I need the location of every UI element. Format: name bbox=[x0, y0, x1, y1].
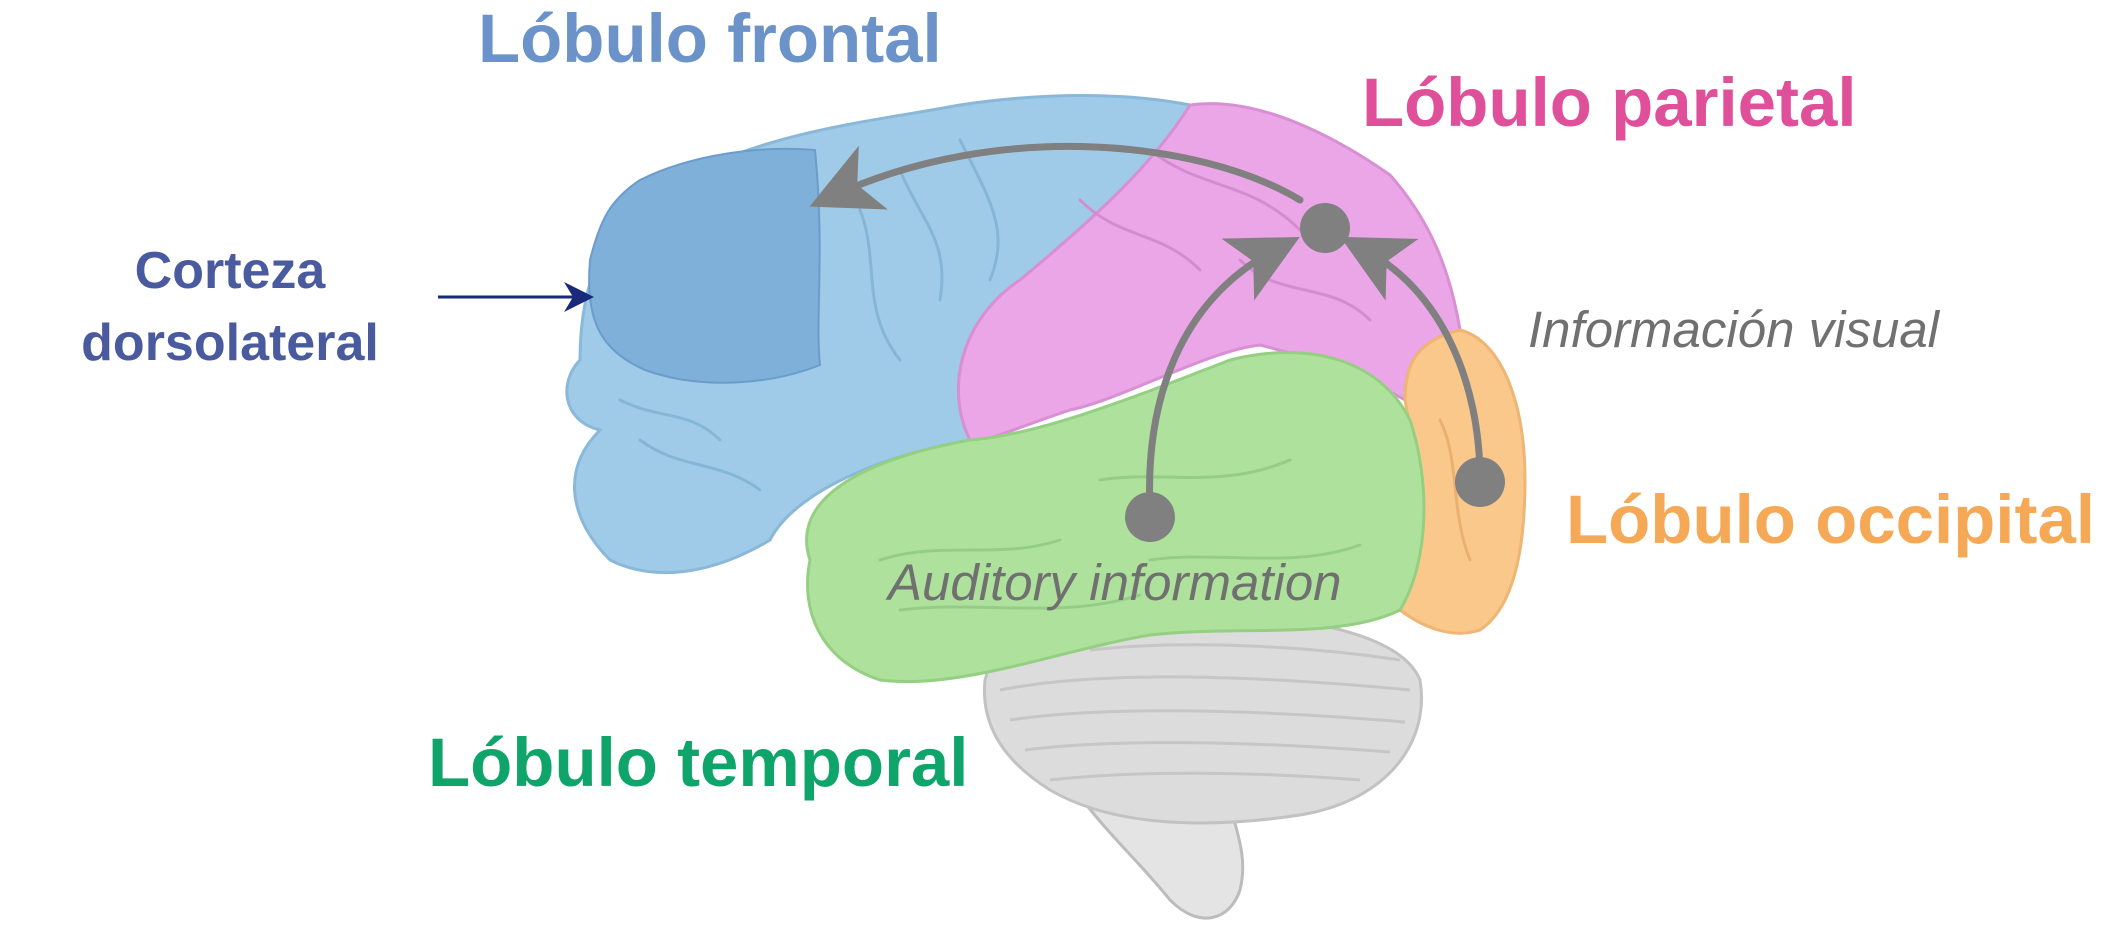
visual-node-dot bbox=[1455, 457, 1505, 507]
parietal-node-dot bbox=[1300, 203, 1350, 253]
visual-information-label: Información visual bbox=[1528, 301, 1941, 358]
cerebellum-folds bbox=[999, 643, 1411, 782]
dorsolateral-cortex bbox=[588, 147, 822, 384]
information-flow-arrows bbox=[809, 143, 1484, 514]
auditory-information-label: Auditory information bbox=[885, 554, 1342, 611]
frontal-lobe-title: Lóbulo frontal bbox=[478, 0, 942, 77]
gyri-texture bbox=[618, 138, 1472, 612]
arrow-parietal-to-frontal bbox=[809, 143, 1304, 210]
arrow-visual-to-parietal bbox=[1340, 236, 1484, 484]
temporal-lobe bbox=[805, 351, 1426, 684]
temporal-lobe-title: Lóbulo temporal bbox=[428, 724, 968, 801]
parietal-lobe bbox=[957, 102, 1462, 443]
parietal-lobe-title: Lóbulo parietal bbox=[1362, 64, 1857, 141]
cortex-label-line1: Corteza bbox=[135, 242, 327, 300]
arrow-auditory-to-parietal bbox=[1146, 236, 1300, 514]
occipital-lobe-title: Lóbulo occipital bbox=[1566, 481, 2095, 558]
auditory-node-dot bbox=[1125, 492, 1175, 542]
cortex-label-line2: dorsolateral bbox=[81, 314, 379, 372]
